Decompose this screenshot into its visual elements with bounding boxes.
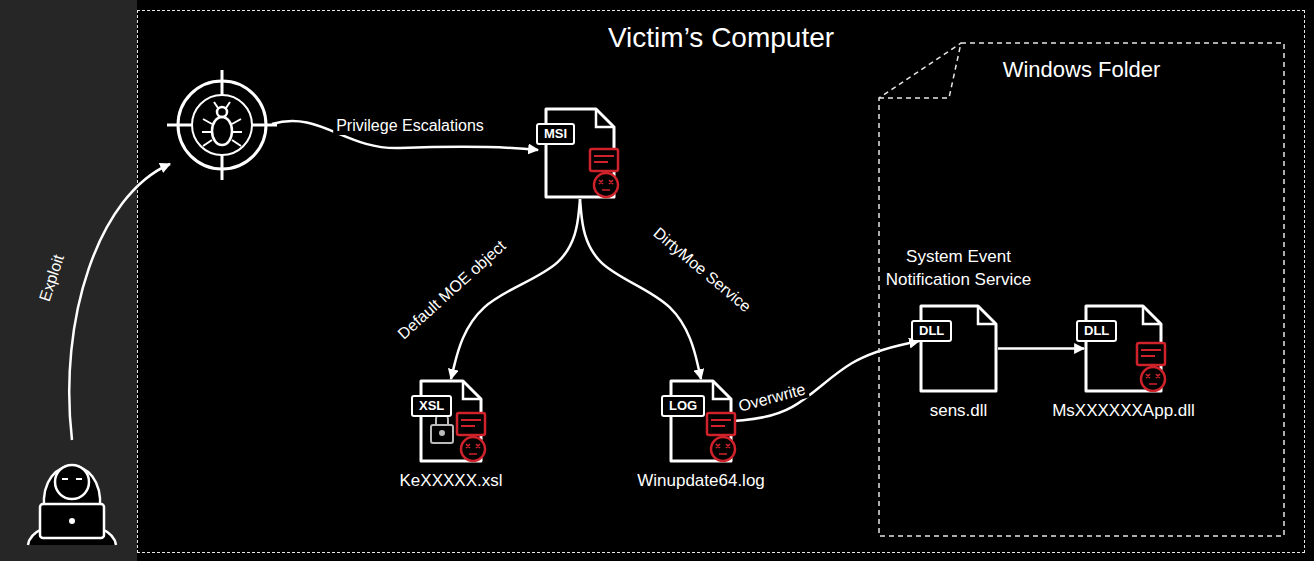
edge-label-wrap: Default MOE object [392, 235, 512, 345]
node-shape [421, 381, 481, 461]
file-icon: LOGWinupdate64.log [671, 381, 731, 461]
flow-arrow [451, 199, 580, 379]
node-shape [671, 381, 731, 461]
flow-arrow [733, 341, 919, 421]
file-icon: XSLKeXXXXX.xsl [421, 381, 481, 461]
service-heading: System Event Notification Service [871, 246, 1046, 292]
edge-label: Overwrite [734, 380, 811, 417]
flow-arrow [580, 199, 701, 379]
cap-wrap: Winupdate64.log [637, 471, 765, 491]
file-name: Winupdate64.log [637, 471, 765, 491]
folder-region: Windows FolderSystem Event Notification … [879, 43, 1284, 536]
attacker-icon [28, 465, 116, 545]
file-type-tag: DLL [919, 323, 944, 339]
title-wrap: Windows Folder [879, 57, 1284, 83]
file-icon: DLLMsXXXXXXApp.dll [1086, 306, 1161, 391]
file-type-tag: DLL [1084, 323, 1109, 339]
file-icon: MSI [546, 109, 614, 197]
head-wrap: System Event Notification Service [871, 246, 1046, 292]
file-type-tag: XSL [419, 398, 444, 414]
cap-wrap: sens.dll [930, 401, 988, 421]
file-type-tag: LOG [669, 398, 697, 414]
exploit-arrow [69, 164, 170, 440]
cap-wrap: KeXXXXX.xsl [400, 471, 503, 491]
tab-wrap: LOG [661, 395, 705, 417]
node-shape [1086, 306, 1161, 391]
file-name: MsXXXXXXApp.dll [1052, 401, 1195, 421]
file-name: KeXXXXX.xsl [400, 471, 503, 491]
edge-label: Default MOE object [392, 235, 512, 345]
tab-wrap: DLL [1076, 320, 1117, 342]
file-type-tag: MSI [544, 126, 567, 142]
title-wrap: Victim’s Computer [138, 21, 1304, 55]
side-strip [0, 0, 137, 561]
tab-wrap: DLL [911, 320, 952, 342]
flow-arrow [998, 347, 1084, 350]
edge-label-wrap: Overwrite [734, 380, 811, 417]
arrow-label-wrap: Privilege Escalations [333, 117, 487, 135]
region-title: Victim’s Computer [138, 21, 1304, 55]
tab-wrap: MSI [536, 123, 575, 145]
file-icon: System Event Notification ServiceDLLsens… [921, 306, 996, 391]
node-shape [879, 43, 1284, 536]
cap-wrap: MsXXXXXXApp.dll [1052, 401, 1195, 421]
target-bug-icon [167, 70, 277, 180]
tab-wrap: XSL [411, 395, 452, 417]
file-name: sens.dll [930, 401, 988, 421]
region-title: Windows Folder [879, 57, 1284, 83]
arrow-label: Privilege Escalations [333, 117, 487, 135]
node-shape [921, 306, 996, 391]
